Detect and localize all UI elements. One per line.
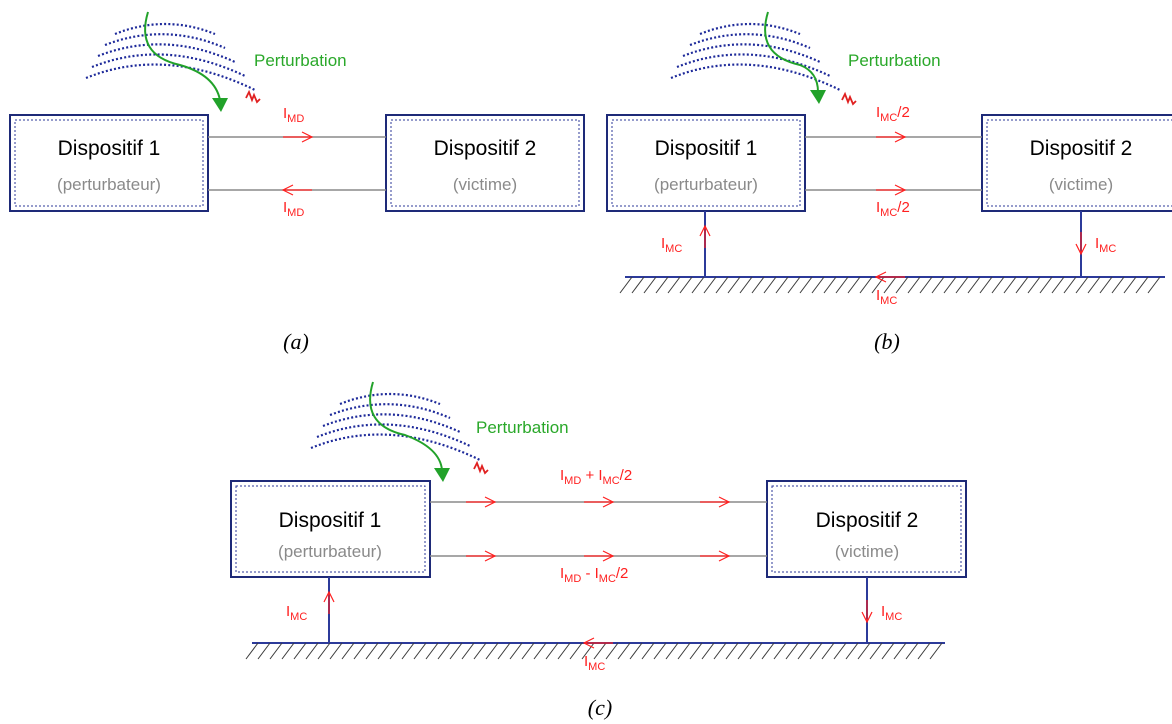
current-arrow-right <box>283 131 314 143</box>
current-label-top: IMC/2 <box>876 104 910 124</box>
panel-b: Perturbation Dispositif 1 (perturbateur)… <box>606 11 1172 354</box>
ground-plane <box>245 642 945 660</box>
device-2-role: (victime) <box>453 175 517 194</box>
device-2-box: Dispositif 2 (victime) <box>385 114 585 212</box>
device-2-role: (victime) <box>1049 175 1113 194</box>
device-1-role: (perturbateur) <box>278 542 382 561</box>
device-1-box: Dispositif 1 (perturbateur) <box>230 480 431 578</box>
current-label-right: IMC <box>881 603 902 623</box>
device-1-role: (perturbateur) <box>57 175 161 194</box>
noise-signal <box>245 89 261 104</box>
caption-a: (a) <box>283 329 309 354</box>
perturbation-arrow <box>369 381 450 482</box>
current-arrow-down <box>861 600 873 624</box>
device-2-title: Dispositif 2 <box>1030 137 1133 160</box>
perturbation-label: Perturbation <box>848 51 941 70</box>
device-1-title: Dispositif 1 <box>279 509 382 532</box>
caption-c: (c) <box>588 695 612 720</box>
current-label-top: IMD + IMC/2 <box>560 467 632 487</box>
perturbation-label: Perturbation <box>476 418 569 437</box>
device-2-role: (victime) <box>835 542 899 561</box>
current-label-top: IMD <box>283 105 304 125</box>
device-1-title: Dispositif 1 <box>655 137 758 160</box>
device-2-title: Dispositif 2 <box>816 509 919 532</box>
current-label-left: IMC <box>661 235 682 255</box>
ground-plane <box>619 276 1165 294</box>
current-arrow-ground <box>874 271 905 283</box>
panel-c: Perturbation Dispositif 1 (perturbateur)… <box>230 381 967 720</box>
device-1-title: Dispositif 1 <box>58 137 161 160</box>
current-label-right: IMC <box>1095 235 1116 255</box>
current-arrow-bottom <box>876 184 907 196</box>
device-1-role: (perturbateur) <box>654 175 758 194</box>
current-label-left: IMC <box>286 603 307 623</box>
current-arrow-up <box>699 224 711 248</box>
radiation-waves <box>85 22 256 91</box>
current-arrows-bottom <box>466 550 731 562</box>
current-label-bottom: IMC/2 <box>876 199 910 219</box>
perturbation-arrow <box>144 11 228 112</box>
device-2-box: Dispositif 2 (victime) <box>766 480 967 578</box>
current-arrows-top <box>466 496 731 508</box>
device-1-box: Dispositif 1 (perturbateur) <box>9 114 209 212</box>
perturbation-label: Perturbation <box>254 51 347 70</box>
device-1-box: Dispositif 1 (perturbateur) <box>606 114 806 212</box>
current-arrow-left <box>281 184 312 196</box>
current-arrow-top <box>876 131 907 143</box>
current-arrow-down <box>1075 232 1087 256</box>
current-label-bottom: IMD - IMC/2 <box>560 565 628 585</box>
noise-signal <box>473 460 489 475</box>
device-2-box: Dispositif 2 (victime) <box>981 114 1172 212</box>
perturbation-arrow <box>764 11 826 104</box>
current-label-ground: IMC <box>584 653 605 673</box>
panel-a: Perturbation Dispositif 1 (perturbateur)… <box>9 11 585 354</box>
device-2-title: Dispositif 2 <box>434 137 537 160</box>
caption-b: (b) <box>874 329 900 354</box>
radiation-waves <box>310 392 481 461</box>
radiation-waves <box>670 22 841 91</box>
current-arrow-ground <box>582 637 613 649</box>
current-arrow-up <box>323 590 335 614</box>
noise-signal <box>841 91 857 106</box>
current-label-bottom: IMD <box>283 199 304 219</box>
